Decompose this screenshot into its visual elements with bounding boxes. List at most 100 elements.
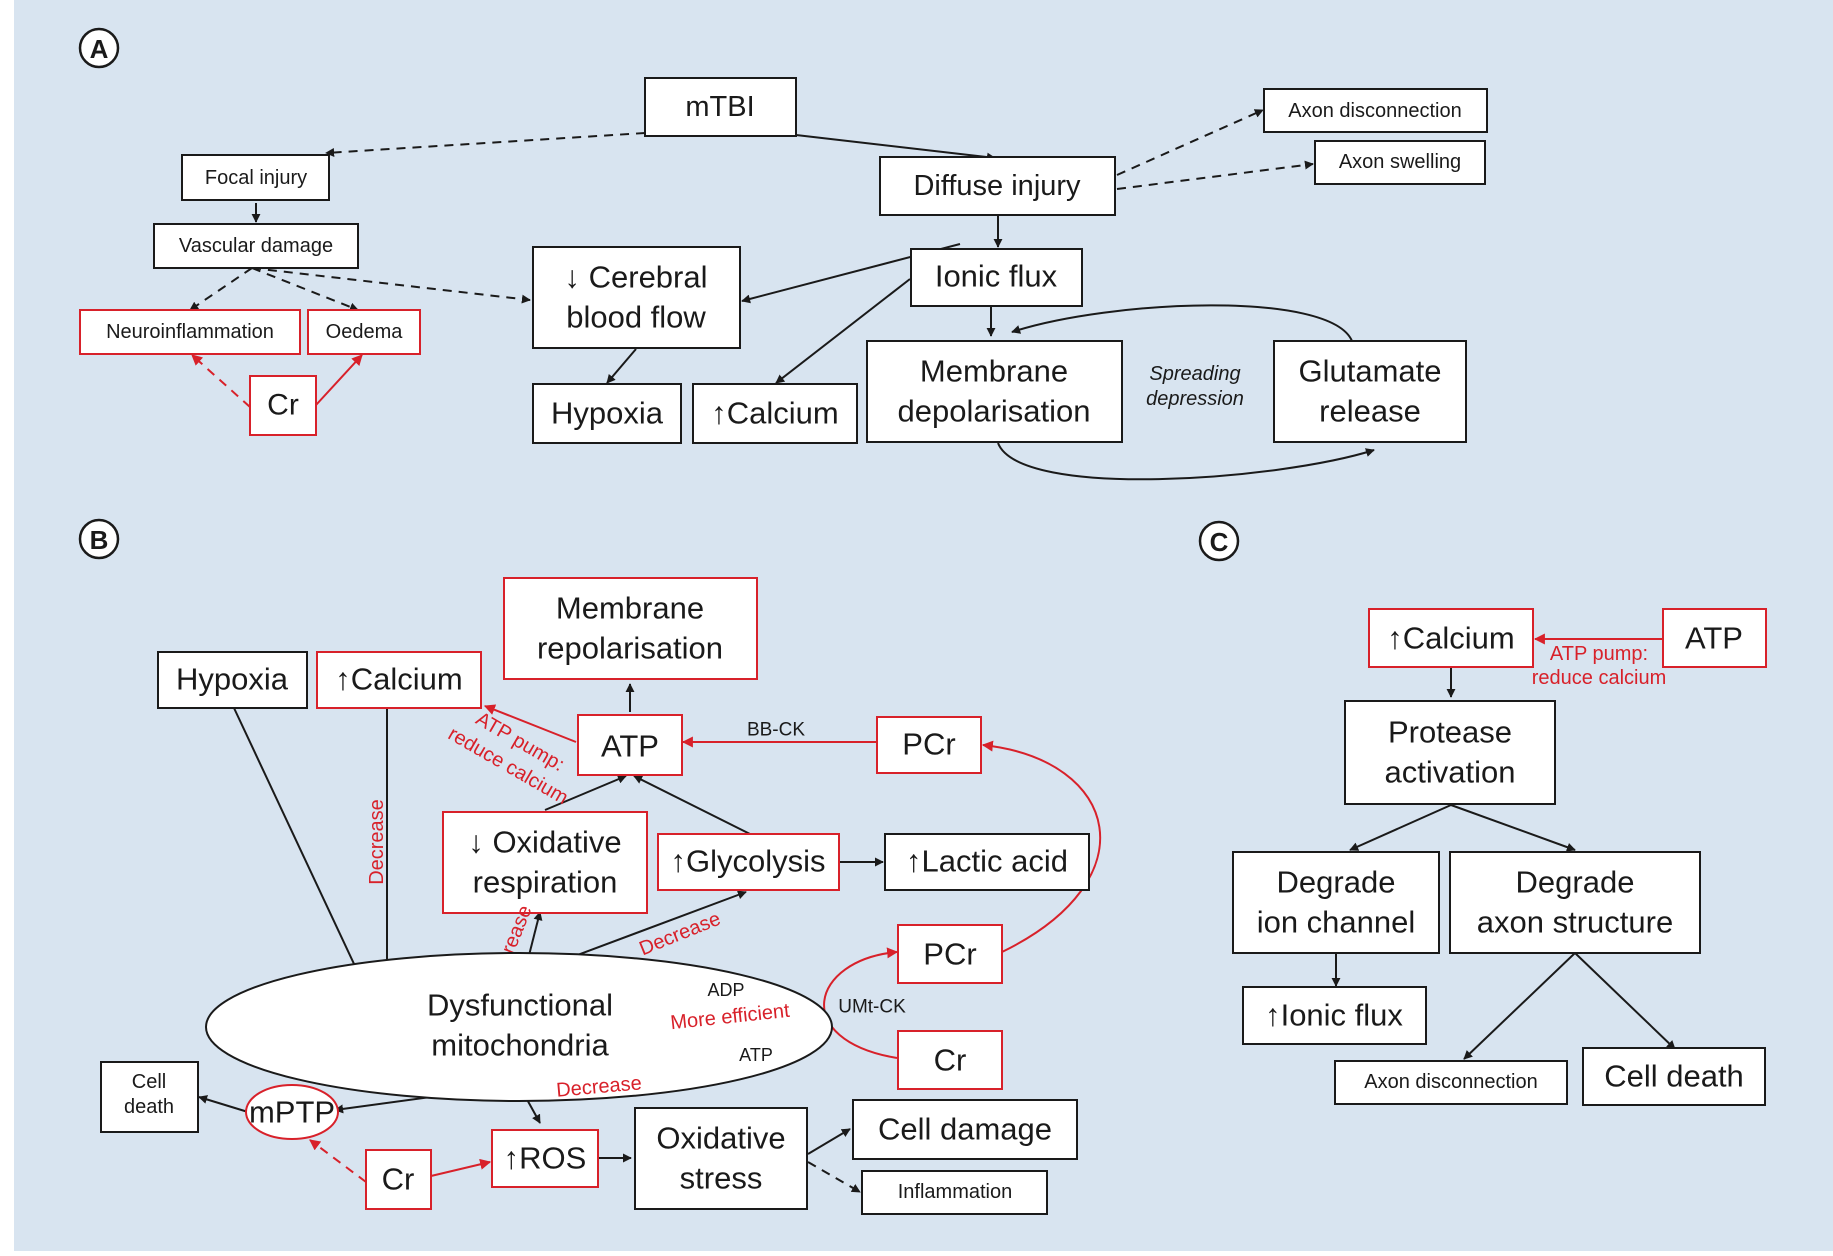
node-axon-disconnection-c: Axon disconnection [1334, 1060, 1568, 1105]
node-label: ion channel [1257, 905, 1416, 940]
edge-label: ATP pump: [1550, 643, 1648, 665]
arrow-protease-degaxon [1450, 804, 1576, 852]
node-label: axon structure [1477, 905, 1673, 940]
arrow-glutamate-membrane [1011, 304, 1353, 342]
arrow-mtbi-diffuse [795, 134, 996, 162]
node-neuroinflammation: Neuroinflammation [79, 309, 301, 355]
node-label: Hypoxia [551, 396, 664, 431]
node-oxidative-respiration: ↓ Oxidative respiration [442, 811, 648, 914]
arrow-vascular-neuro [189, 267, 253, 311]
node-membrane-depolarisation: Membrane depolarisation [866, 340, 1123, 443]
node-label: ↑Lactic acid [906, 844, 1068, 879]
arrow-ionic-calcium [775, 278, 911, 384]
panel-a-label: A [78, 27, 120, 69]
edge-label: depression [1146, 388, 1244, 410]
node-pcr-top: PCr [876, 716, 982, 774]
arrow-cbf-hypoxia [606, 348, 637, 384]
panel-b: B Membrane repolarisation [78, 518, 1102, 1215]
arrow-vascular-oedema [251, 267, 359, 312]
node-label: blood flow [566, 300, 706, 335]
arrow-mptp-celldeath [198, 1095, 249, 1113]
node-label: Focal injury [205, 167, 307, 189]
node-label: Cell [132, 1071, 166, 1093]
node-lactic-acid: ↑Lactic acid [884, 833, 1090, 891]
edge-label: Spreading [1149, 363, 1240, 385]
node-cell-death-b: Cell death [100, 1061, 199, 1133]
node-pcr-mid: PCr [897, 924, 1003, 984]
node-label: Inflammation [898, 1181, 1013, 1203]
arrow-diffuse-axondisc [1116, 109, 1264, 176]
node-label: Axon disconnection [1288, 100, 1461, 122]
node-label: Cr [267, 389, 299, 422]
arrow-oxstress-inflammation [807, 1161, 861, 1193]
node-mtbi: mTBI [644, 77, 797, 137]
node-label: Ionic flux [935, 259, 1058, 294]
node-label: release [1319, 394, 1421, 429]
arrow-atp-calcium [483, 704, 577, 743]
label-atp-pump-c: ATP pump: reduce calcium [1532, 643, 1667, 689]
node-ionic-flux-a: Ionic flux [910, 248, 1083, 307]
node-label: Oedema [326, 321, 404, 343]
node-label: PCr [923, 937, 976, 972]
label-decrease-calcium: Decrease [366, 799, 388, 885]
node-label: mPTP [249, 1095, 335, 1130]
node-label: ATP [601, 729, 659, 764]
node-label: ↑Calcium [335, 662, 462, 697]
node-glycolysis: ↑Glycolysis [657, 833, 840, 891]
node-label: ATP [1685, 621, 1743, 656]
arrow-oxres-atp [544, 774, 627, 811]
node-degrade-axon-structure: Degrade axon structure [1449, 851, 1701, 954]
edge-label: reduce calcium [1532, 667, 1667, 689]
arrow-cr-ros [430, 1158, 492, 1177]
label-atp-small: ATP [739, 1045, 773, 1065]
arrow-membrane-glutamate [997, 442, 1375, 481]
node-axon-swelling: Axon swelling [1314, 140, 1486, 185]
node-label: Cell damage [878, 1112, 1052, 1147]
node-label: Glutamate [1298, 354, 1441, 389]
node-axon-disconnection-a: Axon disconnection [1263, 88, 1488, 133]
arrow-cr-oedema [315, 354, 363, 406]
arrow-diffuse-axonswell [1116, 160, 1314, 190]
node-label: Oxidative [656, 1121, 785, 1156]
node-label: ↑Calcium [1387, 621, 1514, 656]
node-label: Neuroinflammation [106, 321, 274, 343]
arrow-glyco-atp [633, 775, 751, 835]
arrow-degaxon-celldeath [1574, 952, 1676, 1050]
node-atp-c: ATP [1662, 608, 1767, 668]
node-calcium-b: ↑Calcium [316, 651, 482, 709]
node-ionic-flux-c: ↑Ionic flux [1242, 986, 1427, 1045]
node-label: ↓ Oxidative [468, 825, 621, 860]
node-vascular-damage: Vascular damage [153, 223, 359, 269]
node-protease-activation: Protease activation [1344, 700, 1556, 805]
panel-c-label: C [1198, 520, 1240, 562]
node-hypoxia-b: Hypoxia [157, 651, 308, 709]
arrow-degaxon-axondisc [1463, 952, 1576, 1060]
node-label: activation [1385, 755, 1516, 790]
panel-b-label: B [78, 518, 120, 560]
panel-c: C ↑Calcium ATP ATP pump: reduce calcium … [1198, 520, 1767, 1106]
node-oedema: Oedema [307, 309, 421, 355]
node-label: Axon swelling [1339, 151, 1461, 173]
panel-letter: A [90, 34, 109, 64]
node-label: Hypoxia [176, 662, 289, 697]
node-focal-injury: Focal injury [181, 154, 330, 201]
node-cr-bottom: Cr [365, 1149, 432, 1210]
node-label: mTBI [685, 91, 754, 123]
node-label: ↓ Cerebral [565, 260, 708, 295]
node-label: Degrade [1277, 865, 1396, 900]
node-label: stress [680, 1161, 763, 1196]
node-label: Diffuse injury [913, 170, 1081, 202]
arrow-mtbi-focal [325, 132, 646, 157]
node-label: Dysfunctional [427, 988, 613, 1023]
arrow-protease-degion [1349, 804, 1452, 851]
panel-letter: C [1210, 527, 1229, 557]
node-inflammation: Inflammation [861, 1170, 1048, 1215]
node-diffuse-injury: Diffuse injury [879, 156, 1116, 216]
label-bb-ck: BB-CK [747, 720, 805, 741]
node-label: Degrade [1516, 865, 1635, 900]
label-umt-ck: UMt-CK [838, 997, 906, 1018]
node-cr-a: Cr [249, 375, 317, 436]
node-label: ↑ROS [504, 1141, 587, 1176]
